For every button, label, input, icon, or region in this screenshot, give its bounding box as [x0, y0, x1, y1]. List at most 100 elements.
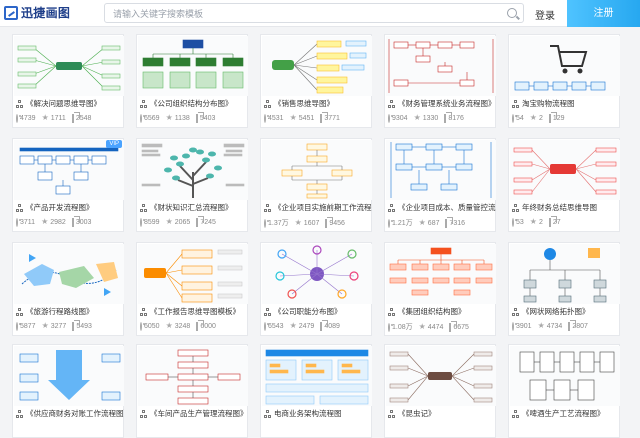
copy-count: 8176 — [444, 113, 464, 123]
view-count-value: 8599 — [144, 218, 160, 226]
view-count-value: 53 — [516, 218, 524, 226]
template-thumbnail[interactable] — [262, 140, 372, 200]
search-icon[interactable] — [507, 8, 517, 18]
diagram-type-icon — [388, 409, 396, 418]
template-title-row[interactable]: 年终财务总结思维导图 — [512, 202, 620, 213]
template-thumbnail[interactable] — [138, 244, 248, 304]
star-count-value: 2065 — [174, 218, 191, 226]
template-title-row[interactable]: 《集团组织结构图》 — [388, 306, 496, 317]
copy-count-value: 3003 — [75, 218, 92, 226]
template-title-row[interactable]: 《昆虫记》 — [388, 408, 496, 419]
template-title-row[interactable]: 《销售思维导图》 — [264, 98, 372, 109]
template-title-row[interactable]: 《解决问题思维导图》 — [16, 98, 124, 109]
template-thumbnail[interactable] — [386, 346, 496, 406]
template-title: 《企业项目成本、质量管控流... — [398, 203, 496, 212]
template-title-row[interactable]: 《啤酒生产工艺流程图》 — [512, 408, 620, 419]
diagram-type-icon — [16, 409, 24, 418]
eye-icon — [16, 113, 18, 123]
template-thumbnail[interactable] — [138, 346, 248, 406]
logo[interactable]: 迅捷画图 — [4, 4, 70, 21]
template-thumbnail[interactable] — [386, 140, 496, 200]
template-thumbnail[interactable] — [510, 346, 620, 406]
copy-icon — [72, 321, 75, 331]
template-title: 《旅游行程路线图》 — [26, 307, 94, 316]
star-icon: ★ — [165, 113, 173, 122]
star-count-value: 2479 — [298, 322, 315, 330]
diagram-type-icon — [512, 307, 520, 316]
template-title-row[interactable]: 《公司职能分布图》 — [264, 306, 372, 317]
eye-icon — [16, 321, 18, 331]
template-thumbnail[interactable] — [14, 244, 124, 304]
register-button[interactable]: 注册 — [567, 0, 640, 27]
template-title-row[interactable]: 《企业项目成本、质量管控流... — [388, 202, 496, 213]
template-thumbnail[interactable] — [14, 346, 124, 406]
star-count: ★4734 — [538, 322, 563, 330]
copy-icon — [568, 321, 571, 331]
star-icon: ★ — [41, 217, 49, 226]
eye-icon — [140, 321, 142, 331]
copy-count-value: 7245 — [200, 218, 216, 226]
template-thumbnail[interactable] — [510, 36, 620, 96]
template-thumbnail[interactable] — [138, 36, 248, 96]
template-title-row[interactable]: 《网状网络拓扑图》 — [512, 306, 620, 317]
login-link[interactable]: 登录 — [535, 11, 555, 22]
template-card[interactable]: 《车间产品生产管理流程图》 — [136, 344, 248, 438]
template-title-row[interactable]: 《供应商财务对账工作流程图》 — [16, 408, 124, 419]
template-thumbnail[interactable] — [386, 36, 496, 96]
template-thumbnail[interactable] — [386, 244, 496, 304]
template-title-row[interactable]: 《车间产品生产管理流程图》 — [140, 408, 248, 419]
view-count-value: 1.37万 — [268, 220, 289, 227]
copy-count-value: 6675 — [453, 323, 469, 331]
template-title-row[interactable]: 《工作报告思维导图模板》 — [140, 306, 248, 317]
template-title-row[interactable]: 《公司组织结构分布图》 — [140, 98, 248, 109]
template-thumbnail[interactable] — [14, 140, 124, 200]
star-icon: ★ — [529, 113, 537, 122]
diagram-type-icon — [512, 409, 520, 418]
template-card[interactable]: 《啤酒生产工艺流程图》 — [508, 344, 620, 438]
template-title-row[interactable]: 《旅游行程路线图》 — [16, 306, 124, 317]
template-title-row[interactable]: 《企业项目实施前期工作流程... — [264, 202, 372, 213]
template-card[interactable]: 电商业务架构流程图 — [260, 344, 372, 438]
template-card[interactable]: 《昆虫记》 — [384, 344, 496, 438]
template-thumbnail[interactable] — [138, 140, 248, 200]
template-thumbnail[interactable] — [262, 36, 372, 96]
template-card[interactable]: 《供应商财务对账工作流程图》 — [12, 344, 124, 438]
template-thumbnail[interactable] — [510, 140, 620, 200]
template-title-row[interactable]: 《财状知识汇总流程图》 — [140, 202, 248, 213]
diagram-type-icon — [140, 409, 148, 418]
template-thumbnail[interactable] — [510, 244, 620, 304]
view-count-value: 6569 — [144, 114, 160, 122]
star-icon: ★ — [165, 321, 173, 330]
template-thumbnail[interactable] — [14, 36, 124, 96]
logo-icon — [4, 5, 18, 20]
star-count-value: 2982 — [50, 218, 66, 226]
template-thumbnail[interactable] — [262, 244, 372, 304]
diagram-type-icon — [388, 307, 396, 316]
template-title-row[interactable]: 电商业务架构流程图 — [264, 408, 372, 419]
template-title-row[interactable]: 淘宝购物流程图 — [512, 98, 620, 109]
template-title-row[interactable]: 《产品开发流程图》 — [16, 202, 124, 213]
template-thumbnail[interactable] — [262, 346, 372, 406]
star-count: ★2 — [530, 114, 543, 122]
template-title-row[interactable]: 《财务管理系统业务流程图》 — [388, 98, 496, 109]
search-input[interactable] — [105, 5, 497, 23]
